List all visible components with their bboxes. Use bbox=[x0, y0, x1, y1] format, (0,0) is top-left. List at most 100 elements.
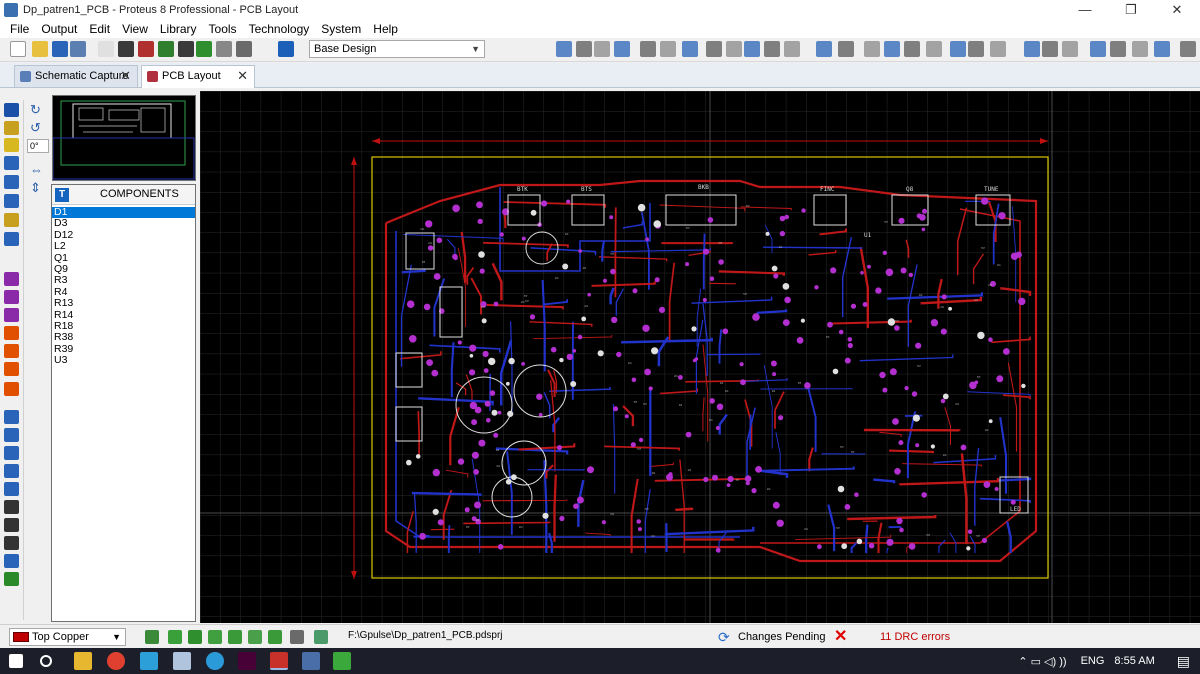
pad-polygon-icon[interactable] bbox=[4, 362, 19, 376]
metric-icon[interactable] bbox=[594, 41, 610, 57]
ratsnest-icon[interactable] bbox=[4, 213, 19, 227]
zoom-all-icon[interactable] bbox=[1110, 41, 1126, 57]
zoom-in-icon[interactable] bbox=[1062, 41, 1078, 57]
maximize-button[interactable]: ❐ bbox=[1125, 2, 1137, 17]
refresh-icon[interactable] bbox=[950, 41, 966, 57]
layer-stack-icon[interactable] bbox=[145, 630, 159, 644]
design-variant-select[interactable]: Base Design ▼ bbox=[309, 40, 485, 58]
file-explorer-icon[interactable] bbox=[74, 652, 92, 670]
mirror-horizontal-icon[interactable]: ⇔ bbox=[30, 162, 43, 177]
proteus-taskbar-icon[interactable] bbox=[270, 652, 288, 670]
menu-tools[interactable]: Tools bbox=[208, 22, 237, 36]
menu-view[interactable]: View bbox=[122, 22, 148, 36]
pad-smt-icon[interactable] bbox=[4, 344, 19, 358]
bom-icon[interactable] bbox=[196, 41, 212, 57]
chrome-icon[interactable] bbox=[107, 652, 125, 670]
pan-icon[interactable] bbox=[1042, 41, 1058, 57]
gerber-icon[interactable] bbox=[158, 41, 174, 57]
open-icon[interactable] bbox=[32, 41, 48, 57]
play-icon[interactable] bbox=[168, 630, 182, 644]
block-delete-icon[interactable] bbox=[864, 41, 880, 57]
list-item[interactable]: D1 bbox=[52, 206, 195, 219]
menu-help[interactable]: Help bbox=[373, 22, 398, 36]
select-icon[interactable] bbox=[4, 103, 19, 117]
close-button[interactable]: ✕ bbox=[1171, 2, 1183, 17]
adobe-xd-icon[interactable] bbox=[238, 652, 256, 670]
list-item[interactable]: R18 bbox=[54, 319, 74, 332]
track-icon[interactable] bbox=[228, 630, 242, 644]
zone-icon[interactable] bbox=[4, 194, 19, 208]
path-icon[interactable] bbox=[4, 482, 19, 496]
save-icon[interactable] bbox=[52, 41, 68, 57]
pcb-editing-canvas[interactable]: ▭▭▭▭▭▭▭▭▭▭▭▭▭▭▭▭▭▭▭▭▭▭▭▭▭▭▭▭▭▭▭▭▭▭▭▭▭▭▭▭… bbox=[200, 91, 1200, 623]
redo-icon[interactable] bbox=[1180, 41, 1196, 57]
list-item[interactable]: R4 bbox=[54, 285, 68, 298]
line-icon[interactable] bbox=[4, 410, 19, 424]
list-item[interactable]: Q9 bbox=[54, 262, 69, 275]
via-icon[interactable] bbox=[4, 175, 19, 189]
tab-schematic-capture[interactable]: Schematic Capture ✕ bbox=[14, 65, 138, 87]
help-icon[interactable] bbox=[278, 41, 294, 57]
pad-dil-icon[interactable] bbox=[4, 308, 19, 322]
rotate-cw-icon[interactable]: ↻ bbox=[30, 102, 41, 117]
via-icon[interactable] bbox=[208, 630, 222, 644]
zoom-area-icon[interactable] bbox=[726, 41, 742, 57]
report-icon[interactable] bbox=[4, 572, 19, 586]
list-item[interactable]: D3 bbox=[54, 217, 68, 230]
list-item[interactable]: R14 bbox=[54, 308, 74, 321]
search-icon[interactable] bbox=[40, 655, 52, 667]
block-move-icon[interactable] bbox=[838, 41, 854, 57]
redo-icon[interactable] bbox=[764, 41, 780, 57]
origin-icon[interactable] bbox=[614, 41, 630, 57]
marker-icon[interactable] bbox=[4, 536, 19, 550]
zoom-all-icon[interactable] bbox=[706, 41, 722, 57]
route-icon[interactable] bbox=[188, 630, 202, 644]
tab-pcb-layout[interactable]: PCB Layout ✕ bbox=[141, 65, 255, 88]
drc-status[interactable]: ✕ 11 DRC errors bbox=[832, 628, 972, 646]
new-icon[interactable] bbox=[10, 41, 26, 57]
box-icon[interactable] bbox=[4, 428, 19, 442]
connectivity-icon[interactable] bbox=[4, 232, 19, 246]
menu-system[interactable]: System bbox=[321, 22, 362, 36]
dimension-icon[interactable] bbox=[4, 554, 19, 568]
search-icon[interactable] bbox=[884, 41, 900, 57]
library-icon[interactable] bbox=[904, 41, 920, 57]
zoom-in-icon[interactable] bbox=[660, 41, 676, 57]
padstack-icon[interactable] bbox=[4, 382, 19, 396]
pad-circle-icon[interactable] bbox=[4, 272, 19, 286]
app-icon[interactable] bbox=[140, 652, 158, 670]
pad-edge-icon[interactable] bbox=[4, 326, 19, 340]
minimize-button[interactable]: — bbox=[1078, 2, 1092, 17]
pan-icon[interactable] bbox=[640, 41, 656, 57]
list-item[interactable]: Q1 bbox=[54, 251, 69, 264]
pcb-icon[interactable] bbox=[138, 41, 154, 57]
autoroute-icon[interactable] bbox=[926, 41, 942, 57]
connectivity-icon[interactable] bbox=[314, 630, 328, 644]
mirror-vertical-icon[interactable]: ⇕ bbox=[30, 180, 41, 195]
copy-icon[interactable] bbox=[816, 41, 832, 57]
home-icon[interactable] bbox=[98, 41, 114, 57]
list-item[interactable]: R13 bbox=[54, 297, 74, 310]
pad-square-icon[interactable] bbox=[4, 290, 19, 304]
close-tab-icon[interactable]: ✕ bbox=[120, 68, 131, 83]
grid-icon[interactable] bbox=[968, 41, 984, 57]
track-icon[interactable] bbox=[4, 156, 19, 170]
telegram-icon[interactable] bbox=[206, 652, 224, 670]
app-icon[interactable] bbox=[333, 652, 351, 670]
rotation-angle-field[interactable]: 0° bbox=[27, 139, 49, 153]
rotate-ccw-icon[interactable]: ↺ bbox=[30, 120, 41, 135]
grid-icon[interactable] bbox=[576, 41, 592, 57]
list-item[interactable]: U3 bbox=[54, 354, 68, 367]
close-tab-icon[interactable]: ✕ bbox=[237, 68, 248, 83]
tray-indicators[interactable]: ⌃ ▭ ◁) )) bbox=[1018, 655, 1067, 668]
pad-icon[interactable] bbox=[248, 630, 262, 644]
cut-icon[interactable] bbox=[784, 41, 800, 57]
refresh-icon[interactable] bbox=[556, 41, 572, 57]
text-tool-icon[interactable] bbox=[268, 630, 282, 644]
symbol-icon[interactable] bbox=[4, 518, 19, 532]
zoom-out-icon[interactable] bbox=[682, 41, 698, 57]
origin-icon[interactable] bbox=[1024, 41, 1040, 57]
clock[interactable]: 8:55 AM bbox=[1114, 655, 1155, 667]
schematic-icon[interactable] bbox=[118, 41, 134, 57]
layer-select[interactable]: Top Copper ▼ bbox=[9, 628, 126, 646]
